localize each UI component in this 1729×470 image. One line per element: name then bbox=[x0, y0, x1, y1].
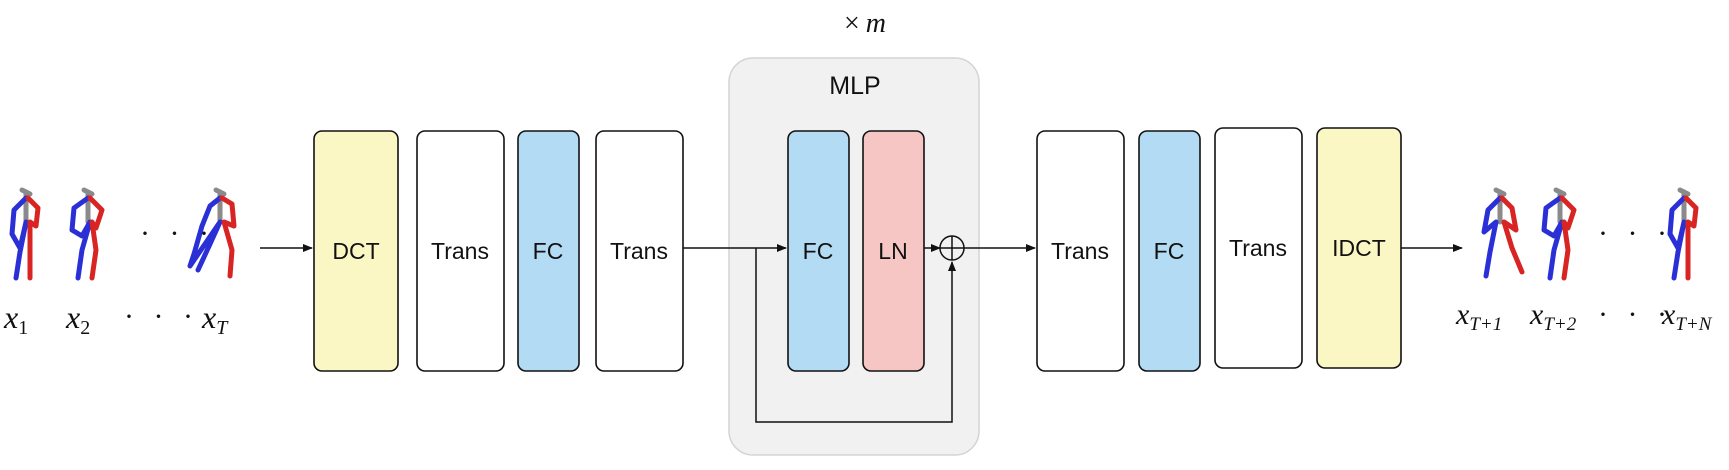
mlp-ln-label: LN bbox=[878, 238, 907, 264]
output-label-xtn: xT+N bbox=[1661, 298, 1713, 335]
output-label-ellipsis: · · · bbox=[1598, 298, 1673, 331]
fc-label: FC bbox=[1154, 238, 1185, 264]
skeleton-figure-6 bbox=[1667, 187, 1699, 281]
input-label-x1: x1 bbox=[3, 299, 28, 339]
trans-label: Trans bbox=[1229, 235, 1287, 261]
trans-label: Trans bbox=[1051, 238, 1109, 264]
mlp-fc-block bbox=[787, 130, 850, 372]
skeleton-figure-3 bbox=[187, 187, 237, 279]
decoder-blocks: Trans FC Trans IDCT bbox=[1036, 127, 1402, 372]
skeleton-figure-4 bbox=[1481, 187, 1525, 279]
mlp-title: MLP bbox=[829, 72, 880, 100]
input-label-xt: xT bbox=[201, 299, 229, 339]
residual-line bbox=[755, 248, 956, 423]
output-ellipsis: · · · bbox=[1598, 217, 1673, 250]
idct-label: IDCT bbox=[1332, 235, 1386, 261]
mlp-container bbox=[728, 57, 980, 456]
trans-block bbox=[416, 130, 505, 372]
input-skeletons bbox=[9, 187, 237, 281]
dct-label: DCT bbox=[332, 238, 379, 264]
fc-label: FC bbox=[533, 238, 564, 264]
mlp-ln-block bbox=[862, 130, 925, 372]
output-label-xt2: xT+2 bbox=[1529, 298, 1577, 335]
input-label-ellipsis: · · · bbox=[124, 300, 199, 333]
repeat-label: ×m bbox=[844, 8, 886, 39]
trans-block bbox=[1036, 130, 1125, 372]
output-labels: xT+1 xT+2 · · · xT+N bbox=[1455, 298, 1713, 335]
skeleton-figure-1 bbox=[9, 187, 41, 281]
encoder-blocks: DCT Trans FC Trans bbox=[313, 130, 684, 372]
dct-block bbox=[313, 130, 399, 372]
output-label-xt1: xT+1 bbox=[1455, 298, 1502, 335]
trans-label: Trans bbox=[431, 238, 489, 264]
fc-block bbox=[517, 130, 580, 372]
trans-block bbox=[1214, 127, 1303, 369]
fc-block bbox=[1138, 130, 1201, 372]
skeleton-figure-5 bbox=[1541, 187, 1577, 281]
input-label-x2: x2 bbox=[65, 299, 90, 339]
input-ellipsis: · · · bbox=[140, 217, 215, 250]
skeleton-figure-2 bbox=[69, 187, 105, 281]
trans-label: Trans bbox=[610, 238, 668, 264]
connectors bbox=[260, 235, 1463, 423]
mlp-inner-blocks: FC LN bbox=[787, 130, 925, 372]
input-labels: x1 x2 · · · xT bbox=[3, 299, 229, 339]
output-skeletons bbox=[1481, 187, 1699, 281]
trans-block bbox=[595, 130, 684, 372]
mlp-fc-label: FC bbox=[803, 238, 834, 264]
